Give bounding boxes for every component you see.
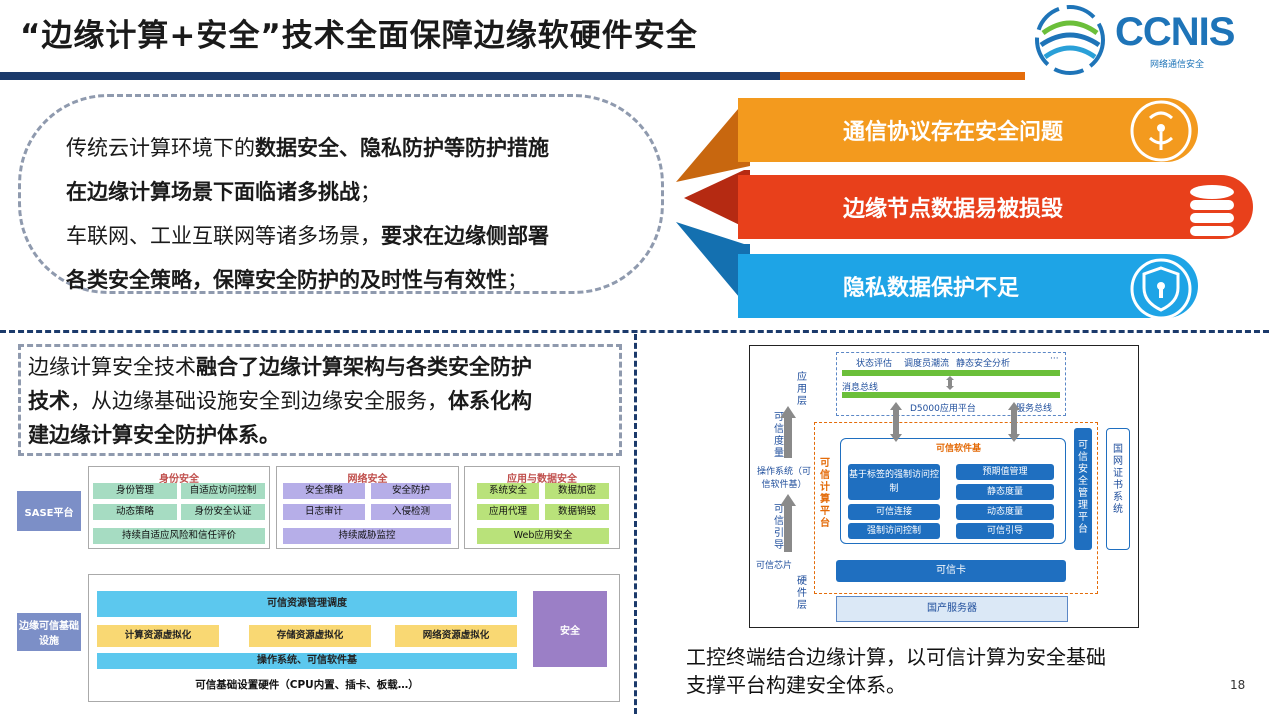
issue-band-protocol: 通信协议存在安全问题 xyxy=(738,98,1198,162)
chip-intrusion-detect: 入侵检测 xyxy=(371,504,451,520)
chip-identity-auth: 身份安全认证 xyxy=(181,504,265,520)
green-bar-top xyxy=(842,370,1060,376)
title-underline-accent xyxy=(780,72,1025,80)
chip-data-encrypt: 数据加密 xyxy=(545,483,609,499)
chip-security-protect: 安全防护 xyxy=(371,483,451,499)
summary-text: 边缘计算安全技术融合了边缘计算架构与各类安全防护 技术，从边缘基础设施安全到边缘… xyxy=(28,355,532,447)
trusted-computing-diagram: 状态评估 调度员潮流 静态安全分析 ··· 消息总线 D5000应用平台 服务总… xyxy=(749,345,1139,628)
logo-area xyxy=(1025,0,1269,80)
chip-log-audit: 日志审计 xyxy=(283,504,365,520)
shield-lock-icon xyxy=(1130,258,1192,320)
sase-label: SASE平台 xyxy=(17,491,81,531)
logo-subtext: 网络通信安全 xyxy=(1150,60,1205,70)
vertical-divider xyxy=(634,334,637,714)
resource-scheduling: 可信资源管理调度 xyxy=(97,591,517,617)
challenge-bubble xyxy=(18,94,664,294)
server-box: 国产服务器 xyxy=(836,596,1068,622)
chip-web-app-security: Web应用安全 xyxy=(477,528,609,544)
globe-logo-icon xyxy=(1035,5,1105,75)
soft-base-box xyxy=(840,438,1066,544)
security-block: 安全 xyxy=(533,591,607,667)
compute-virt: 计算资源虚拟化 xyxy=(97,625,219,647)
cert-box xyxy=(1106,428,1130,550)
app-platform-box xyxy=(836,352,1066,416)
diagram-caption: 工控终端结合边缘计算，以可信计算为安全基础 支撑平台构建安全体系。 xyxy=(686,645,1106,697)
chip-security-policy: 安全策略 xyxy=(283,483,365,499)
chip-dynamic-policy: 动态策略 xyxy=(93,504,177,520)
os-trusted-base: 操作系统、可信软件基 xyxy=(97,653,517,669)
infra-label: 边缘可信基础设施 xyxy=(17,613,81,651)
platform-box xyxy=(814,422,1098,594)
database-icon xyxy=(1190,185,1234,236)
issue-band-privacy: 隐私数据保护不足 xyxy=(738,254,1198,318)
green-bar-bottom xyxy=(842,392,1060,398)
hardware-line: 可信基础设置硬件（CPU内置、插卡、板载…） xyxy=(195,679,419,691)
challenge-text: 传统云计算环境下的数据安全、隐私防护等防护措施 在边缘计算场景下面临诸多挑战； … xyxy=(66,136,549,292)
identity-panel: 身份安全 身份管理 自适应访问控制 动态策略 身份安全认证 持续自适应风险和信任… xyxy=(88,466,270,549)
network-virt: 网络资源虚拟化 xyxy=(395,625,517,647)
chip-risk-trust: 持续自适应风险和信任评价 xyxy=(93,528,265,544)
title-underline xyxy=(0,72,1269,80)
chip-data-destroy: 数据销毁 xyxy=(545,504,609,520)
chip-threat-monitor: 持续威胁监控 xyxy=(283,528,451,544)
chip-adaptive-access: 自适应访问控制 xyxy=(181,483,265,499)
chip-identity-mgmt: 身份管理 xyxy=(93,483,177,499)
issue-band-data: 边缘节点数据易被损毁 xyxy=(738,175,1253,239)
logo-text: CCNIS xyxy=(1115,10,1235,54)
arrow-connectors xyxy=(676,102,750,310)
page-number: 18 xyxy=(1230,678,1246,692)
infra-panel: 可信资源管理调度 计算资源虚拟化 存储资源虚拟化 网络资源虚拟化 操作系统、可信… xyxy=(88,574,620,702)
summary-box xyxy=(18,344,622,456)
diagram-arrows xyxy=(780,376,1020,552)
chip-app-proxy: 应用代理 xyxy=(477,504,539,520)
page-title: “边缘计算+安全”技术全面保障边缘软硬件安全 xyxy=(20,18,698,54)
network-panel: 网络安全 安全策略 安全防护 日志审计 入侵检测 持续威胁监控 xyxy=(276,466,459,549)
storage-virt: 存储资源虚拟化 xyxy=(249,625,371,647)
app-data-panel: 应用与数据安全 系统安全 数据加密 应用代理 数据销毁 Web应用安全 xyxy=(464,466,620,549)
horizontal-divider xyxy=(0,330,1269,333)
signal-icon xyxy=(1130,100,1192,162)
chip-system-security: 系统安全 xyxy=(477,483,539,499)
